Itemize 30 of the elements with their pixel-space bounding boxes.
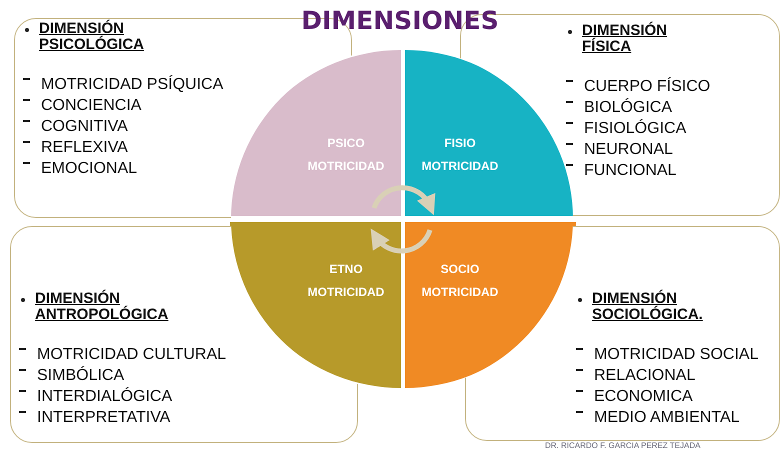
list-item: FUNCIONAL	[584, 161, 676, 180]
quadrant-label: PSICO MOTRICIDAD	[306, 135, 386, 175]
list-item: FISIOLÓGICA	[584, 119, 686, 138]
list-item: ECONOMICA	[594, 387, 693, 406]
author-credit: DR. RICARDO F. GARCIA PEREZ TEJADA	[545, 441, 700, 450]
list-item: COGNITIVA	[41, 117, 128, 136]
quadrant-label: SOCIO MOTRICIDAD	[420, 261, 500, 301]
quadrant-label: FISIO MOTRICIDAD	[420, 135, 500, 175]
heading: DIMENSIÓN FÍSICA	[582, 23, 668, 55]
heading: DIMENSIÓN SOCIOLÓGICA.	[592, 291, 704, 323]
list-item: CUERPO FÍSICO	[584, 77, 710, 96]
list-item: INTERPRETATIVA	[37, 408, 170, 427]
cycle-arrow	[372, 185, 434, 215]
list-item: MOTRICIDAD CULTURAL	[37, 345, 226, 364]
list-item: SIMBÓLICA	[37, 366, 124, 385]
list-item: RELACIONAL	[594, 366, 696, 385]
heading: DIMENSIÓN ANTROPOLÓGICA	[35, 291, 170, 323]
title: DIMENSIONES	[300, 6, 500, 35]
list-item: EMOCIONAL	[41, 159, 138, 178]
list-item: REFLEXIVA	[41, 138, 128, 157]
list-item: MOTRICIDAD SOCIAL	[594, 345, 758, 364]
list-item: NEURONAL	[584, 140, 673, 159]
list-item: INTERDIALÓGICA	[37, 387, 172, 406]
list-item: MOTRICIDAD PSÍQUICA	[41, 75, 224, 94]
quadrant-label: ETNO MOTRICIDAD	[306, 261, 386, 301]
list-item: MEDIO AMBIENTAL	[594, 408, 740, 427]
list-item: BIOLÓGICA	[584, 98, 672, 117]
list-item: CONCIENCIA	[41, 96, 142, 115]
cycle-arrow	[370, 228, 432, 254]
heading: DIMENSIÓN PSICOLÓGICA	[39, 21, 146, 53]
